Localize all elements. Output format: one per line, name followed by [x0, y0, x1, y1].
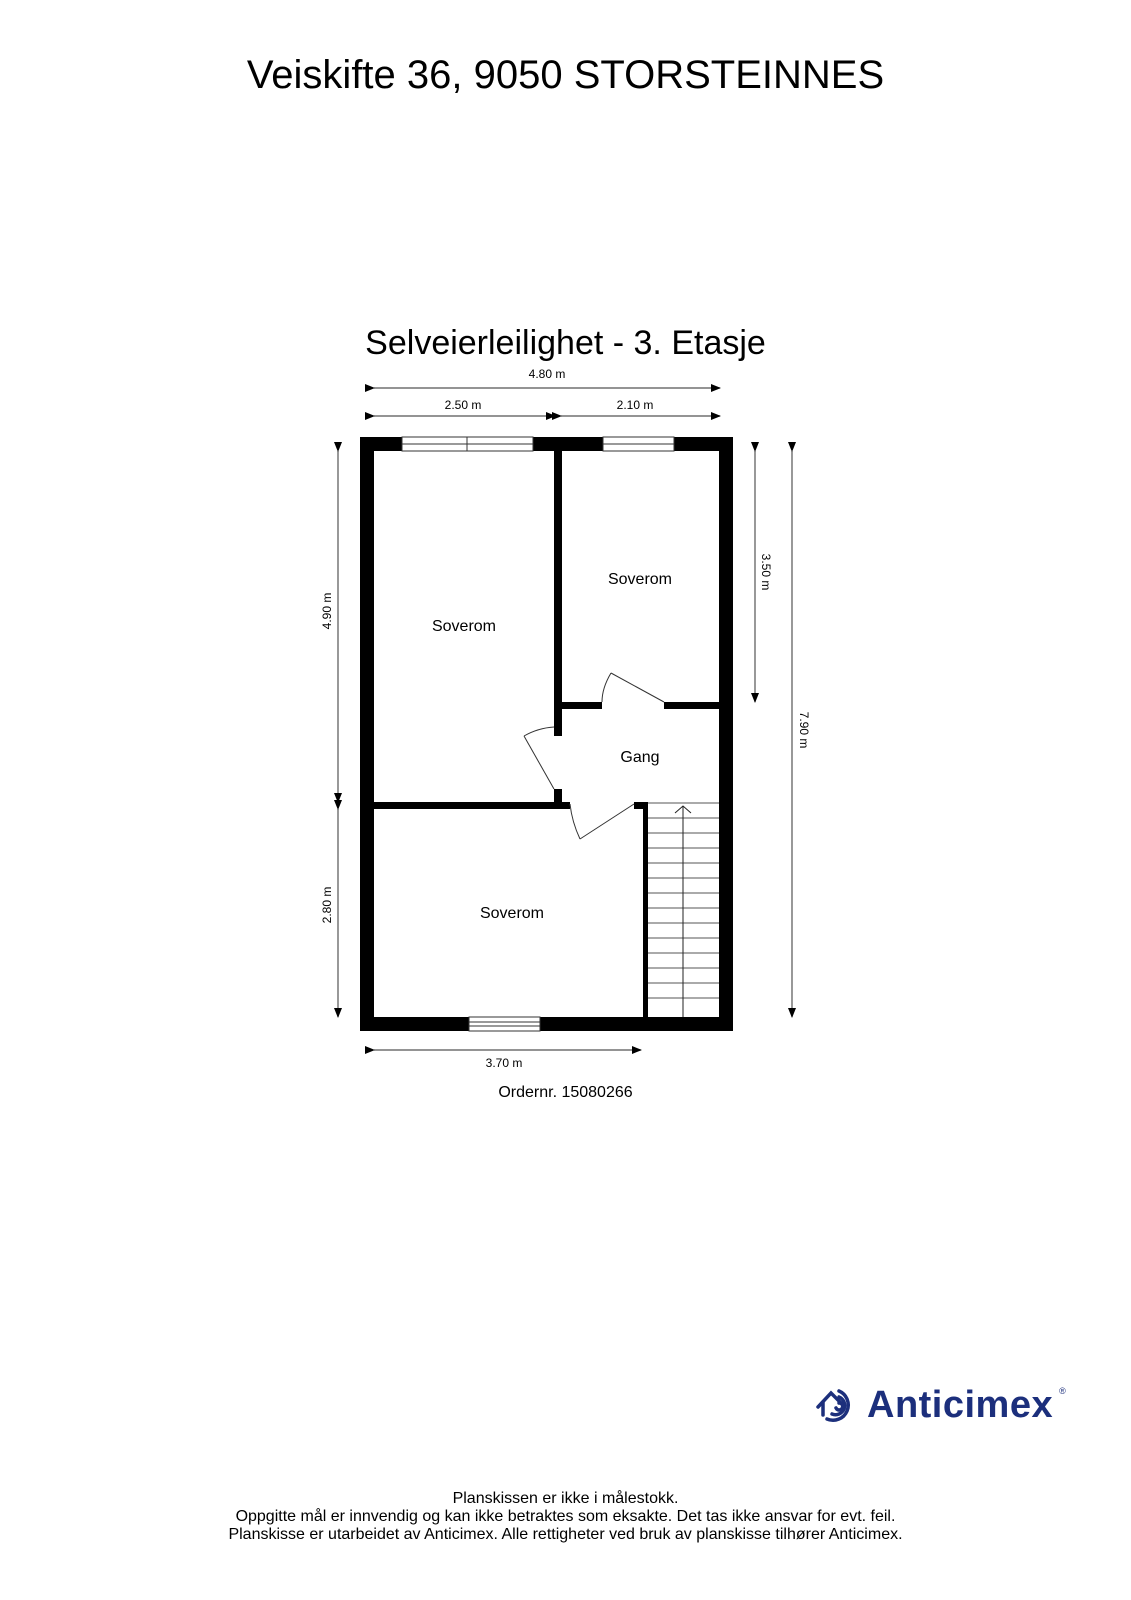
footer-line-1: Planskissen er ikke i målestokk.: [452, 1490, 679, 1507]
dim-left-upper: 4.90 m: [320, 592, 334, 630]
dimension-lines: [334, 384, 796, 1054]
dim-top-total: 4.80 m: [528, 367, 566, 381]
windows: [401, 436, 675, 1032]
floor-title: Selveierleilighet - 3. Etasje: [365, 324, 766, 362]
doors: [523, 672, 665, 840]
dim-top-right: 2.10 m: [616, 398, 654, 412]
dim-right-inner: 3.50 m: [759, 553, 773, 591]
dim-left-lower: 2.80 m: [320, 886, 334, 924]
interior-walls: [374, 451, 720, 1017]
logo-text: Anticimex: [867, 1384, 1054, 1426]
room-label-hallway: Gang: [620, 749, 660, 766]
stairs: [648, 802, 719, 1017]
room-label-bedroom-upper-right: Soverom: [607, 571, 673, 588]
page-title: Veiskifte 36, 9050 STORSTEINNES: [246, 53, 885, 97]
dim-top-left: 2.50 m: [444, 398, 482, 412]
registered-mark: ®: [1059, 1386, 1066, 1396]
footer-disclaimer: Planskissen er ikke i målestokk. Oppgitt…: [0, 1490, 1131, 1544]
anticimex-spiral-house-icon: [816, 1389, 850, 1422]
room-label-bedroom-upper-left: Soverom: [431, 618, 497, 635]
anticimex-logo: Anticimex ®: [815, 1385, 1066, 1425]
footer-line-3: Planskisse er utarbeidet av Anticimex. A…: [228, 1526, 903, 1543]
dim-right-total: 7.90 m: [797, 711, 811, 749]
dim-bottom: 3.70 m: [485, 1056, 523, 1070]
order-number: Ordernr. 15080266: [498, 1084, 633, 1101]
outer-walls: [360, 437, 733, 1031]
room-label-bedroom-lower: Soverom: [479, 905, 545, 922]
footer-line-2: Oppgitte mål er innvendig og kan ikke be…: [235, 1508, 896, 1525]
